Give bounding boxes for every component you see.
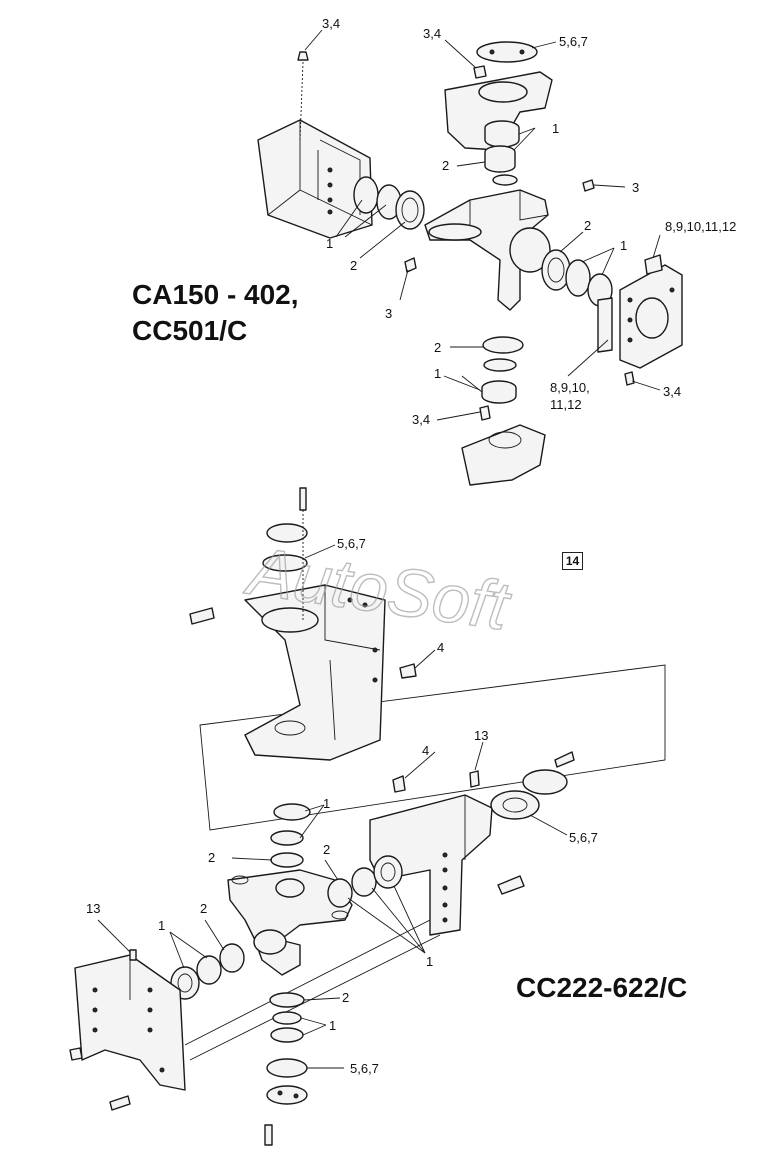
lower-bearings xyxy=(481,336,524,404)
top-leader-lines xyxy=(304,29,661,421)
callout-label: 2 xyxy=(208,850,215,865)
callout-label: 1 xyxy=(434,366,441,381)
callout-label: 2 xyxy=(584,218,591,233)
callout-label: 1 xyxy=(158,918,165,933)
left-bearings xyxy=(353,176,425,230)
detail-box-outline xyxy=(199,664,666,831)
callout-label: 1 xyxy=(326,236,333,251)
callout-label: 4 xyxy=(437,640,444,655)
left-mount-plate xyxy=(74,954,186,1091)
callout-label: 8,9,10, xyxy=(550,380,590,395)
callout-label: 1 xyxy=(329,1018,336,1033)
axle-pivot-body xyxy=(424,174,551,311)
callout-label: 3,4 xyxy=(663,384,681,399)
upper-bearings xyxy=(484,120,520,173)
callout-label: 5,6,7 xyxy=(559,34,588,49)
callout-label: 5,6,7 xyxy=(337,536,366,551)
top-callouts: 3,4 3,4 5,6,7 1 2 3 1 2 2 1 8,9,10,11,12… xyxy=(322,16,736,427)
callout-label: 5,6,7 xyxy=(569,830,598,845)
callout-label: 1 xyxy=(552,121,559,136)
lower-bracket xyxy=(461,405,546,486)
callout-label: 3 xyxy=(385,306,392,321)
upper-housing xyxy=(244,584,386,761)
callout-label: 1 xyxy=(426,954,433,969)
bottom-assembly xyxy=(69,487,666,1146)
callout-label: 2 xyxy=(350,258,357,273)
callout-label: 11,12 xyxy=(550,397,582,412)
callout-label: 13 xyxy=(474,728,488,743)
callout-label: 3,4 xyxy=(423,26,441,41)
callout-label: 3,4 xyxy=(322,16,340,31)
callout-label: 1 xyxy=(620,238,627,253)
right-bearings xyxy=(541,249,613,307)
top-bracket xyxy=(444,41,553,151)
chassis-frame xyxy=(257,119,373,239)
callout-label: 3,4 xyxy=(412,412,430,427)
callout-label: 5,6,7 xyxy=(350,1061,379,1076)
bottom-leader-lines xyxy=(97,544,568,1069)
callout-label: 2 xyxy=(442,158,449,173)
model-title-bottom: CC222-622/C xyxy=(516,972,687,1003)
callout-label: 2 xyxy=(434,340,441,355)
right-flange-plate xyxy=(619,254,683,369)
flange-seal xyxy=(490,790,540,820)
callout-label: 1 xyxy=(323,796,330,811)
callout-label: 2 xyxy=(342,990,349,1005)
callout-label: 13 xyxy=(86,901,100,916)
callout-label: 3 xyxy=(632,180,639,195)
callout-label: 8,9,10,11,12 xyxy=(665,219,736,234)
model-title-top-line1: CA150 - 402, xyxy=(132,279,299,310)
page-number-box: 14 xyxy=(562,552,583,570)
top-assembly xyxy=(257,29,683,486)
callout-label: 2 xyxy=(323,842,330,857)
lower-bearing-stack xyxy=(264,992,308,1146)
callout-label: 2 xyxy=(200,901,207,916)
model-title-top-line2: CC501/C xyxy=(132,315,247,346)
bottom-callouts: 5,6,7 4 13 4 1 5,6,7 2 2 13 2 1 1 2 1 5,… xyxy=(86,536,598,1076)
shim-pack xyxy=(597,297,613,353)
callout-label: 4 xyxy=(422,743,429,758)
center-bearings xyxy=(270,803,311,868)
